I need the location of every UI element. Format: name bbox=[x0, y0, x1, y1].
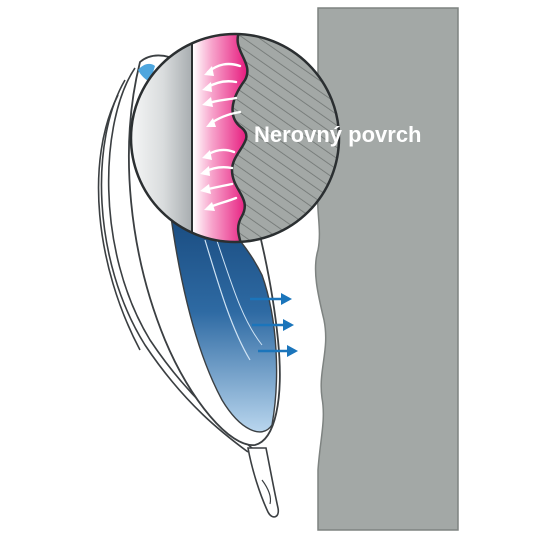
force-arrow bbox=[250, 293, 292, 305]
release-tab-ridge bbox=[261, 479, 272, 505]
force-arrow bbox=[252, 319, 294, 331]
suction-zone bbox=[193, 34, 248, 242]
surface-label: Nerovný povrch bbox=[254, 122, 422, 147]
force-arrows bbox=[250, 293, 298, 357]
membrane-highlight-2 bbox=[214, 234, 263, 346]
suction-arrowheads bbox=[200, 66, 216, 211]
force-arrow bbox=[258, 345, 298, 357]
magnification-ring bbox=[129, 32, 341, 244]
uneven-surface bbox=[314, 7, 459, 531]
membrane-highlight bbox=[204, 239, 251, 361]
